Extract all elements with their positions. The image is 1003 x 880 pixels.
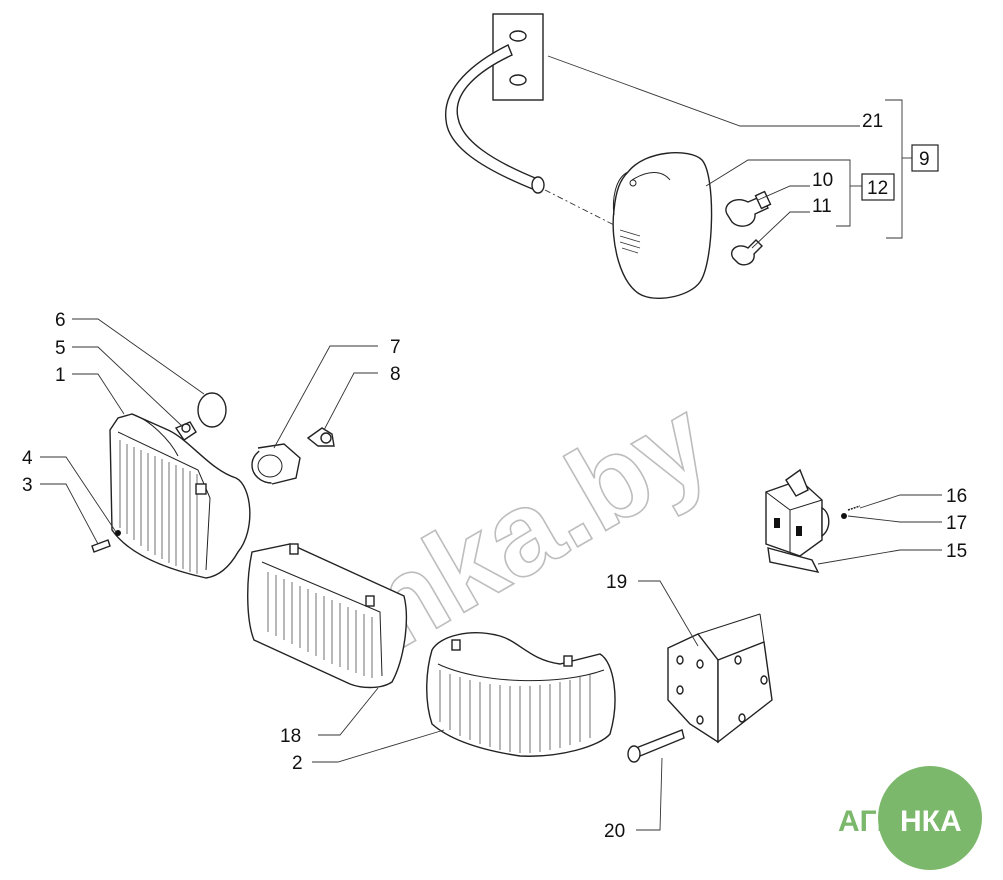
bolt-part-20 — [627, 729, 685, 763]
reflector-part-7 — [251, 443, 301, 485]
logo-circle — [878, 766, 982, 870]
callout-7: 7 — [390, 337, 401, 358]
callout-17: 17 — [946, 513, 967, 534]
callout-8: 8 — [390, 364, 401, 385]
bracket-part-19 — [667, 613, 773, 744]
lens-ribs — [439, 670, 591, 753]
lamp-housing-part-2 — [426, 632, 616, 757]
logo-left-text: АГРО — [838, 805, 920, 838]
callout-1: 1 — [55, 365, 66, 386]
callout-4: 4 — [22, 448, 33, 469]
washer-part-4 — [115, 530, 121, 536]
callout-box-9 — [911, 144, 939, 172]
bulb-part-11 — [731, 239, 763, 266]
mirror-arm-part-21 — [445, 13, 545, 194]
callout-10: 10 — [812, 170, 833, 191]
callout-21: 21 — [862, 111, 883, 132]
callout-12: 12 — [867, 178, 888, 199]
cap-part-6 — [197, 392, 227, 428]
screw-part-16 — [847, 505, 861, 511]
callout-11: 11 — [812, 196, 832, 217]
bulb-part-8 — [306, 427, 335, 447]
screw-part-3 — [91, 539, 111, 553]
callout-19: 19 — [606, 572, 627, 593]
lens-part-18 — [247, 543, 408, 689]
callout-16: 16 — [946, 486, 967, 507]
logo-right-text: НКА — [900, 805, 962, 838]
callout-9: 9 — [919, 149, 930, 170]
lamp-housing-part-1 — [109, 413, 251, 579]
callout-3: 3 — [22, 475, 33, 496]
leader-lines — [40, 55, 942, 831]
washer-part-17 — [841, 513, 847, 519]
callout-box-12 — [861, 173, 895, 201]
brand-logo: АГРО НКА — [838, 766, 982, 870]
callout-15: 15 — [946, 541, 967, 562]
marker-lamp-part-12 — [612, 152, 713, 299]
callout-5: 5 — [55, 338, 66, 359]
lens-ribs — [267, 572, 373, 678]
bulb-part-10 — [725, 190, 772, 227]
callout-6: 6 — [55, 310, 66, 331]
callout-20: 20 — [604, 821, 625, 842]
callout-2: 2 — [292, 753, 303, 774]
callout-18: 18 — [280, 726, 301, 747]
callout-labels: 21 10 11 12 9 6 5 1 7 8 4 3 16 17 15 19 … — [22, 111, 967, 842]
switch-part-15 — [765, 468, 830, 573]
bulb-holder-part-5 — [174, 421, 197, 441]
